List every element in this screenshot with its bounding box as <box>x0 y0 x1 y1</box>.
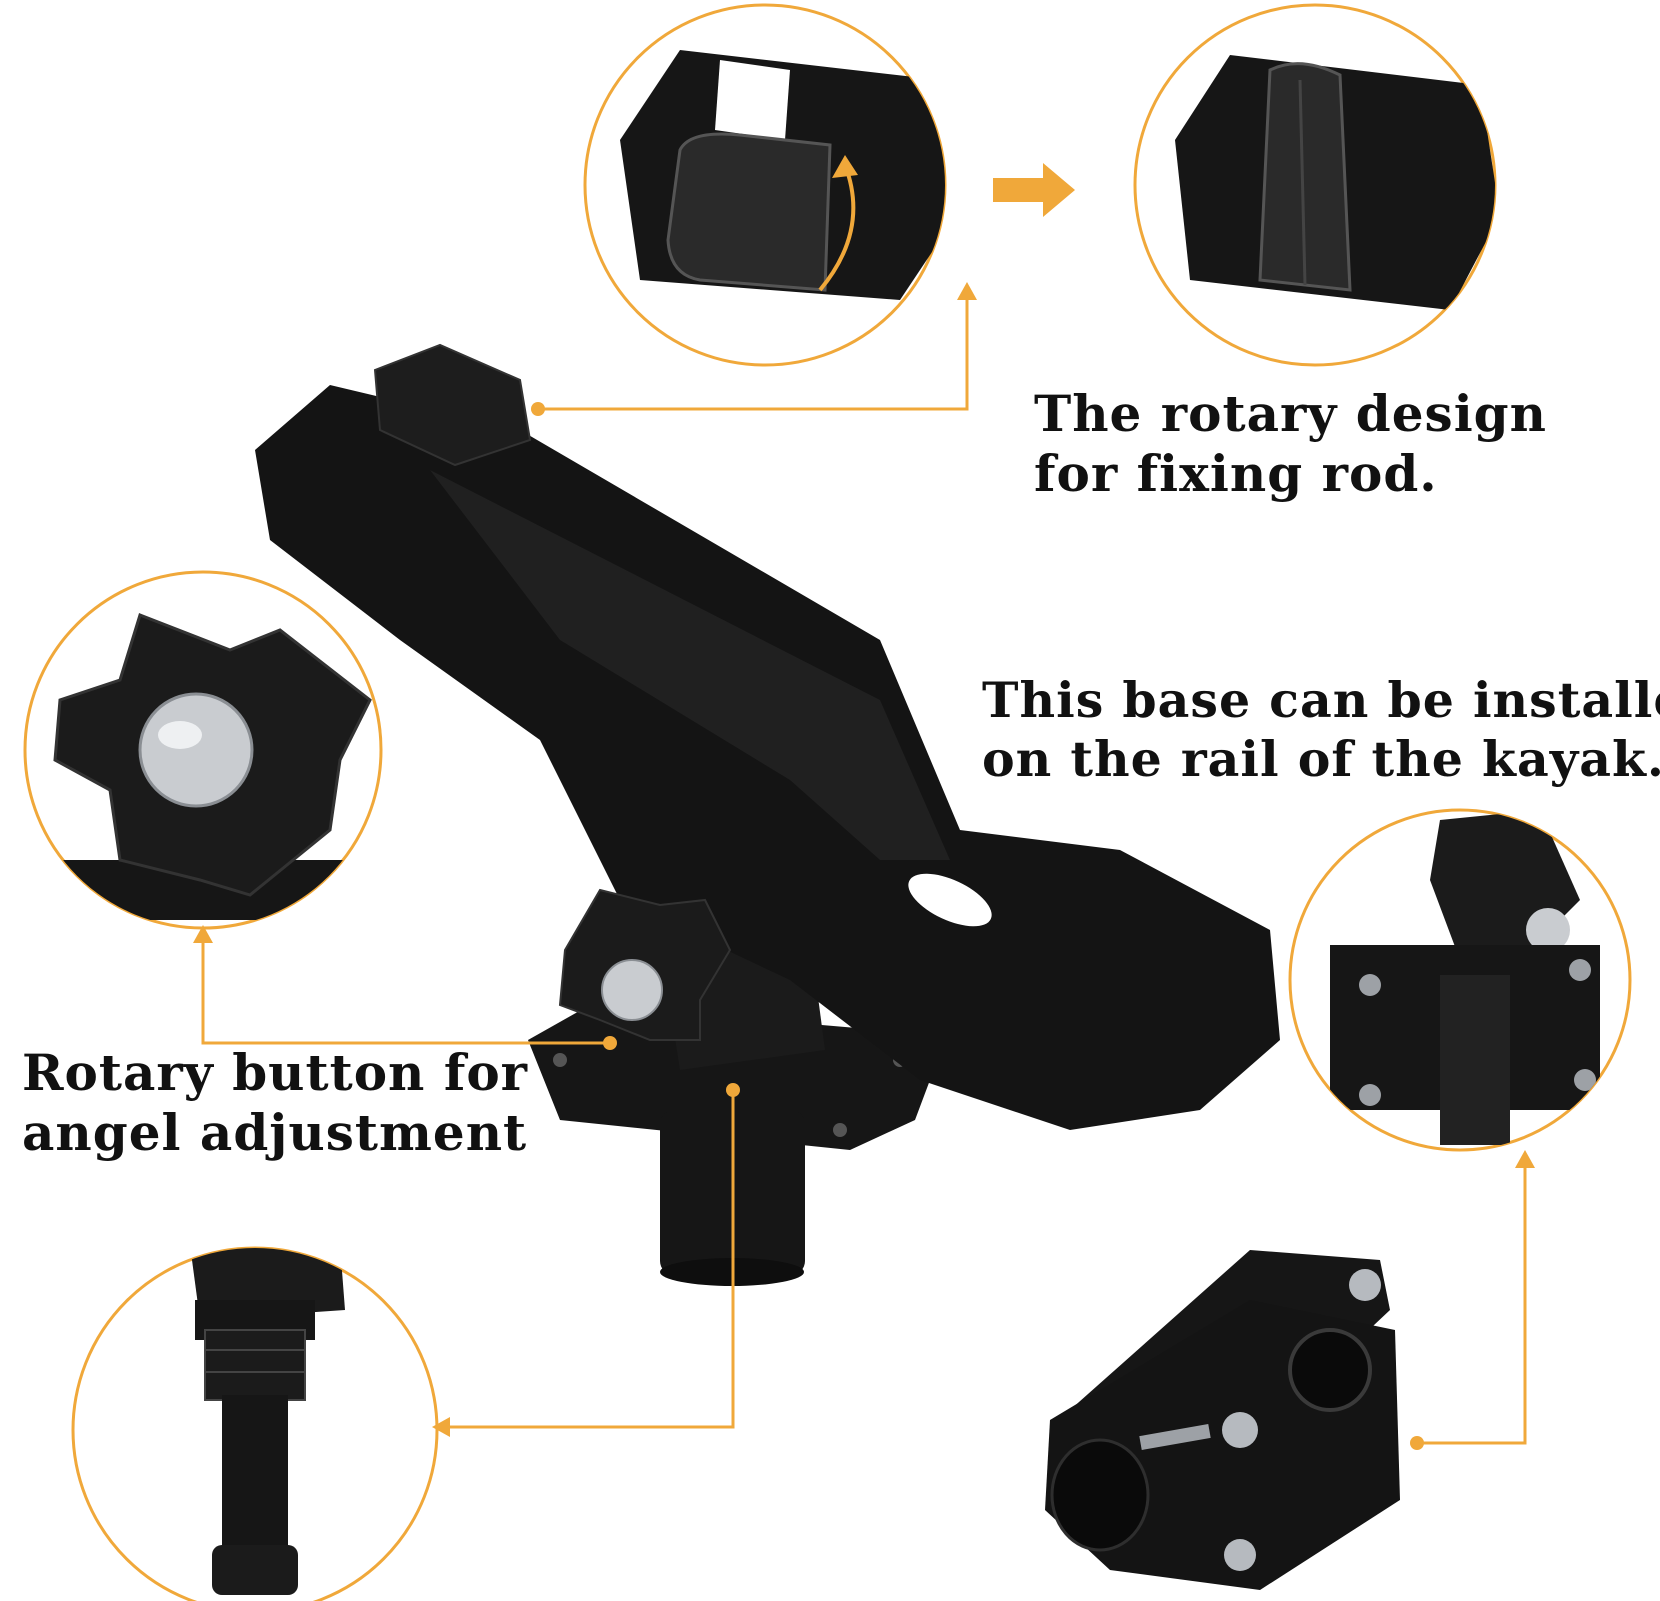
detail-circle-rail-mount <box>1288 808 1632 1152</box>
detail-circle-rotary-open <box>583 3 947 367</box>
caption-rotary-design-line1: The rotary design <box>1034 384 1547 443</box>
arrow-right-icon <box>993 163 1075 217</box>
metal-bolt-cap <box>138 692 254 808</box>
rotation-arrow <box>818 164 856 292</box>
caption-rotary-button: Rotary button for angel adjustment <box>22 1043 528 1163</box>
post-shaft <box>222 1395 288 1555</box>
clamp-slot <box>715 60 790 140</box>
hex-nut <box>1224 1539 1256 1571</box>
clamp-ring <box>1258 62 1352 292</box>
detail-circle-knob <box>23 570 383 930</box>
caption-rotary-design: The rotary design for fixing rod. <box>1034 384 1547 504</box>
rail-clamp-part <box>1045 1250 1400 1590</box>
leader-arrowheads <box>193 282 1535 1450</box>
detail-circle-post <box>71 1246 439 1601</box>
caption-rotary-button-line2: angel adjustment <box>22 1103 528 1162</box>
caption-base-install: This base can be installed on the rail o… <box>982 671 1660 789</box>
post-collar <box>204 1329 306 1401</box>
caption-base-install-line2: on the rail of the kayak. <box>982 729 1660 788</box>
hex-nut <box>1222 1412 1258 1448</box>
caption-base-install-line1: This base can be installed <box>982 671 1660 729</box>
leader-lines <box>201 298 1527 1445</box>
rod-holder-main <box>255 343 1280 1286</box>
detail-circle-rotary-closed <box>1133 3 1497 367</box>
caption-rotary-design-line2: for fixing rod. <box>1034 444 1438 503</box>
caption-rotary-button-line1: Rotary button for <box>22 1043 529 1102</box>
mounting-plate <box>528 1005 930 1150</box>
knob-metal-cap <box>601 959 663 1021</box>
clamp-ring <box>666 132 832 292</box>
hex-nut <box>1349 1269 1381 1301</box>
